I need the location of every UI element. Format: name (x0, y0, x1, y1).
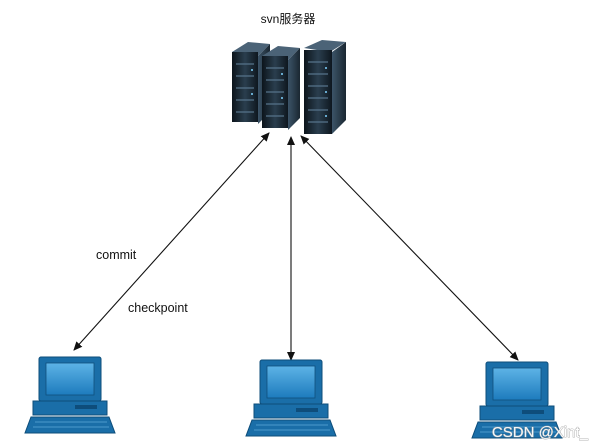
arrow-server-client-1 (73, 132, 270, 351)
connection-arrows (73, 132, 519, 361)
computer-icon (24, 356, 116, 434)
watermark-text: CSDN @Xint_ (492, 424, 589, 441)
checkpoint-label: checkpoint (128, 301, 188, 315)
arrow-server-client-3 (300, 135, 519, 361)
server-rack-icon (232, 40, 346, 134)
computer-icon (245, 359, 337, 437)
commit-label: commit (96, 248, 137, 262)
server-title: svn服务器 (261, 11, 316, 26)
computer-icon (471, 361, 563, 439)
